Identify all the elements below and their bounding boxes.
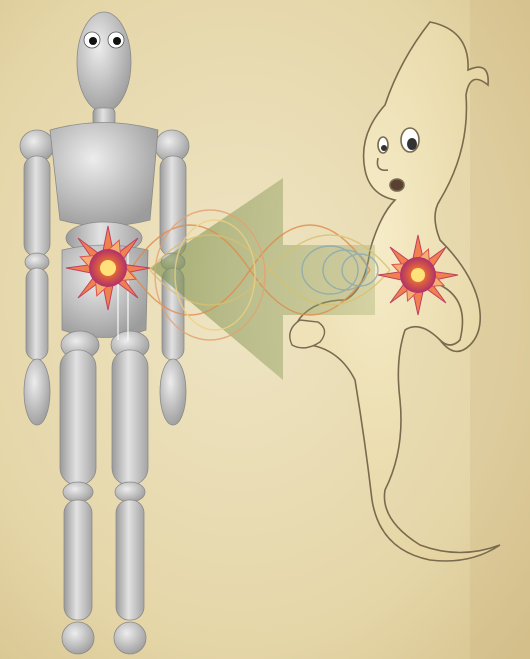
energy-burst-right [378,235,458,315]
ghost-mouth [390,179,404,191]
mannequin-chest [50,123,158,227]
energy-burst-left [66,226,150,310]
mannequin-head [77,12,131,112]
